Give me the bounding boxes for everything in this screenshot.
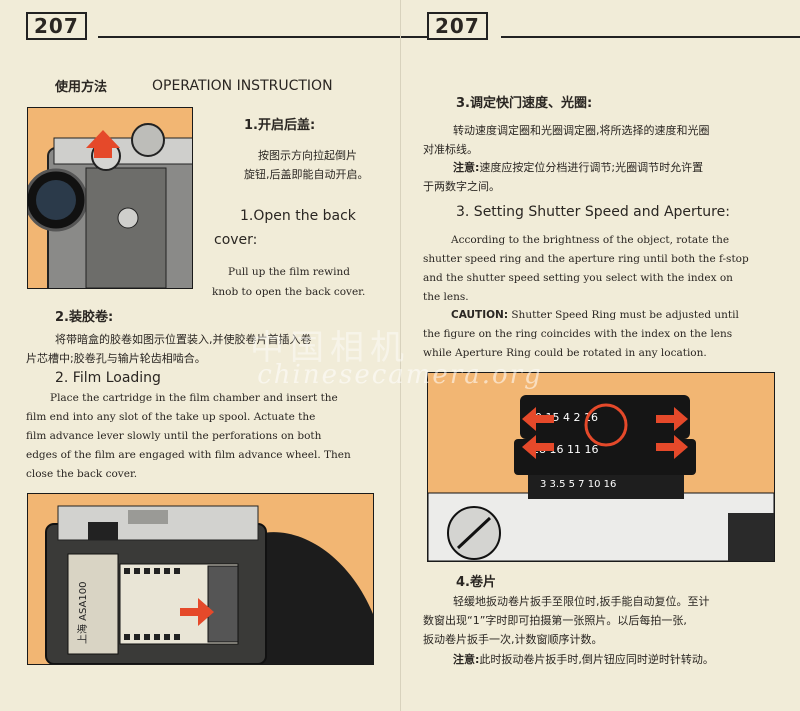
page-number: 207 xyxy=(26,12,87,40)
arrow-right-icon xyxy=(180,598,214,626)
s2-title-en: 2. Film Loading xyxy=(55,370,161,386)
arrow-right-icon xyxy=(656,435,688,459)
watermark: chinesecamera.org xyxy=(257,360,543,390)
right-page: 207 3.调定快门速度、光圈: 转动速度调定圈和光圈调定圈,将所选择的速度和光… xyxy=(400,0,800,711)
s1-body-cn-1: 按图示方向拉起倒片 xyxy=(258,149,357,162)
lens-scale-3: 3 3.5 5 7 10 16 xyxy=(540,479,616,490)
s2-body-en-line: film end into any slot of the take up sp… xyxy=(26,411,316,423)
s1-body-cn-2: 旋钮,后盖即能自动开启。 xyxy=(244,168,369,181)
s2-title-cn: 2.装胶卷: xyxy=(55,310,114,325)
arrow-right-icon xyxy=(656,407,688,431)
header-rule-left xyxy=(401,36,427,38)
s2-body-cn-1: 将带暗盒的胶卷如图示位置装入,并使胶卷片首插入卷 xyxy=(55,333,312,346)
arrow-up-icon xyxy=(86,130,120,158)
s3-note-label: 注意: xyxy=(453,161,480,174)
s2-body-en: Place the cartridge in the film chamber … xyxy=(26,389,376,484)
header-rule xyxy=(501,36,800,38)
s2-body-en-line: Place the cartridge in the film chamber … xyxy=(50,392,338,404)
s1-body-en-2: knob to open the back cover. xyxy=(212,286,366,298)
s2-body-en-line: film advance lever slowly until the perf… xyxy=(26,430,322,442)
s2-body-cn-2: 片芯槽中;胶卷孔与输片轮齿相啮合。 xyxy=(26,352,206,365)
index-highlight-circle xyxy=(584,403,628,447)
page-number: 207 xyxy=(427,12,488,40)
arrow-left-icon xyxy=(522,435,554,459)
s4-body-cn-2: 数窗出现“1”字时即可拍摄第一张照片。以后每拍一张, xyxy=(423,614,687,627)
caution-line-1: CAUTION: Shutter Speed Ring must be adju… xyxy=(451,306,739,325)
s3-body-cn-2: 对准标线。 xyxy=(423,143,478,156)
caution-label: CAUTION: xyxy=(451,309,509,321)
s1-title-cn: 1.开启后盖: xyxy=(244,118,316,133)
s4-title-cn: 4.卷片 xyxy=(456,575,496,590)
lens-rings-photo: 30 15 4 2 16 28 16 11 16 3 3.5 5 7 10 16 xyxy=(427,372,775,562)
s1-body-en-1: Pull up the film rewind xyxy=(228,266,350,278)
s4-body-cn-1: 轻缓地扳动卷片扳手至限位时,扳手能自动复位。至计 xyxy=(453,595,710,608)
header-en: OPERATION INSTRUCTION xyxy=(152,78,333,94)
s3-note-text: 速度应按定位分档进行调节;光圈调节时允许置 xyxy=(479,161,704,174)
film-cartridge-label: 上海 ASA100 xyxy=(76,582,89,644)
s3-body-en-line: the lens. xyxy=(423,291,469,303)
s1-title-en-1: 1.Open the back xyxy=(240,208,356,224)
header-cn: 使用方法 xyxy=(55,80,108,95)
s3-note-cn-1: 注意:速度应按定位分档进行调节;光圈调节时允许置 xyxy=(453,158,703,177)
film-loading-photo: 上海 ASA100 xyxy=(27,493,374,665)
s4-body-cn-3: 扳动卷片扳手一次,计数窗顺序计数。 xyxy=(423,633,603,646)
caution-line-2: the figure on the ring coincides with th… xyxy=(423,328,733,340)
s3-body-cn-1: 转动速度调定圈和光圈调定圈,将所选择的速度和光圈 xyxy=(453,124,710,137)
s4-note-text: 此时扳动卷片扳手时,倒片钮应同时逆时针转动。 xyxy=(479,653,714,666)
header-rule xyxy=(98,36,400,38)
camera-rewind-photo xyxy=(27,107,193,289)
watermark-cn: 中国相机 xyxy=(250,328,410,368)
s4-note-label: 注意: xyxy=(453,653,480,666)
s2-body-en-line: edges of the film are engaged with film … xyxy=(26,449,351,461)
arrow-left-icon xyxy=(522,407,554,431)
caution-text-1: Shutter Speed Ring must be adjusted unti… xyxy=(508,309,739,321)
left-page: 207 使用方法 OPERATION INSTRUCTION 1.开启后盖: 按… xyxy=(26,12,400,665)
s4-note-cn: 注意:此时扳动卷片扳手时,倒片钮应同时逆时针转动。 xyxy=(453,650,714,669)
s3-body-en: According to the brightness of the objec… xyxy=(423,231,793,307)
s3-body-en-line: and the shutter speed setting you select… xyxy=(423,272,733,284)
s3-title-cn: 3.调定快门速度、光圈: xyxy=(456,96,593,111)
s1-title-en-2: cover: xyxy=(214,232,258,248)
s3-body-en-line: According to the brightness of the objec… xyxy=(451,234,730,246)
s3-note-cn-2: 于两数字之间。 xyxy=(423,180,500,193)
caution-line-3: while Aperture Ring could be rotated in … xyxy=(423,347,707,359)
s3-body-en-line: shutter speed ring and the aperture ring… xyxy=(423,253,749,265)
s2-body-en-line: close the back cover. xyxy=(26,468,138,480)
s3-title-en: 3. Setting Shutter Speed and Aperture: xyxy=(456,204,730,220)
